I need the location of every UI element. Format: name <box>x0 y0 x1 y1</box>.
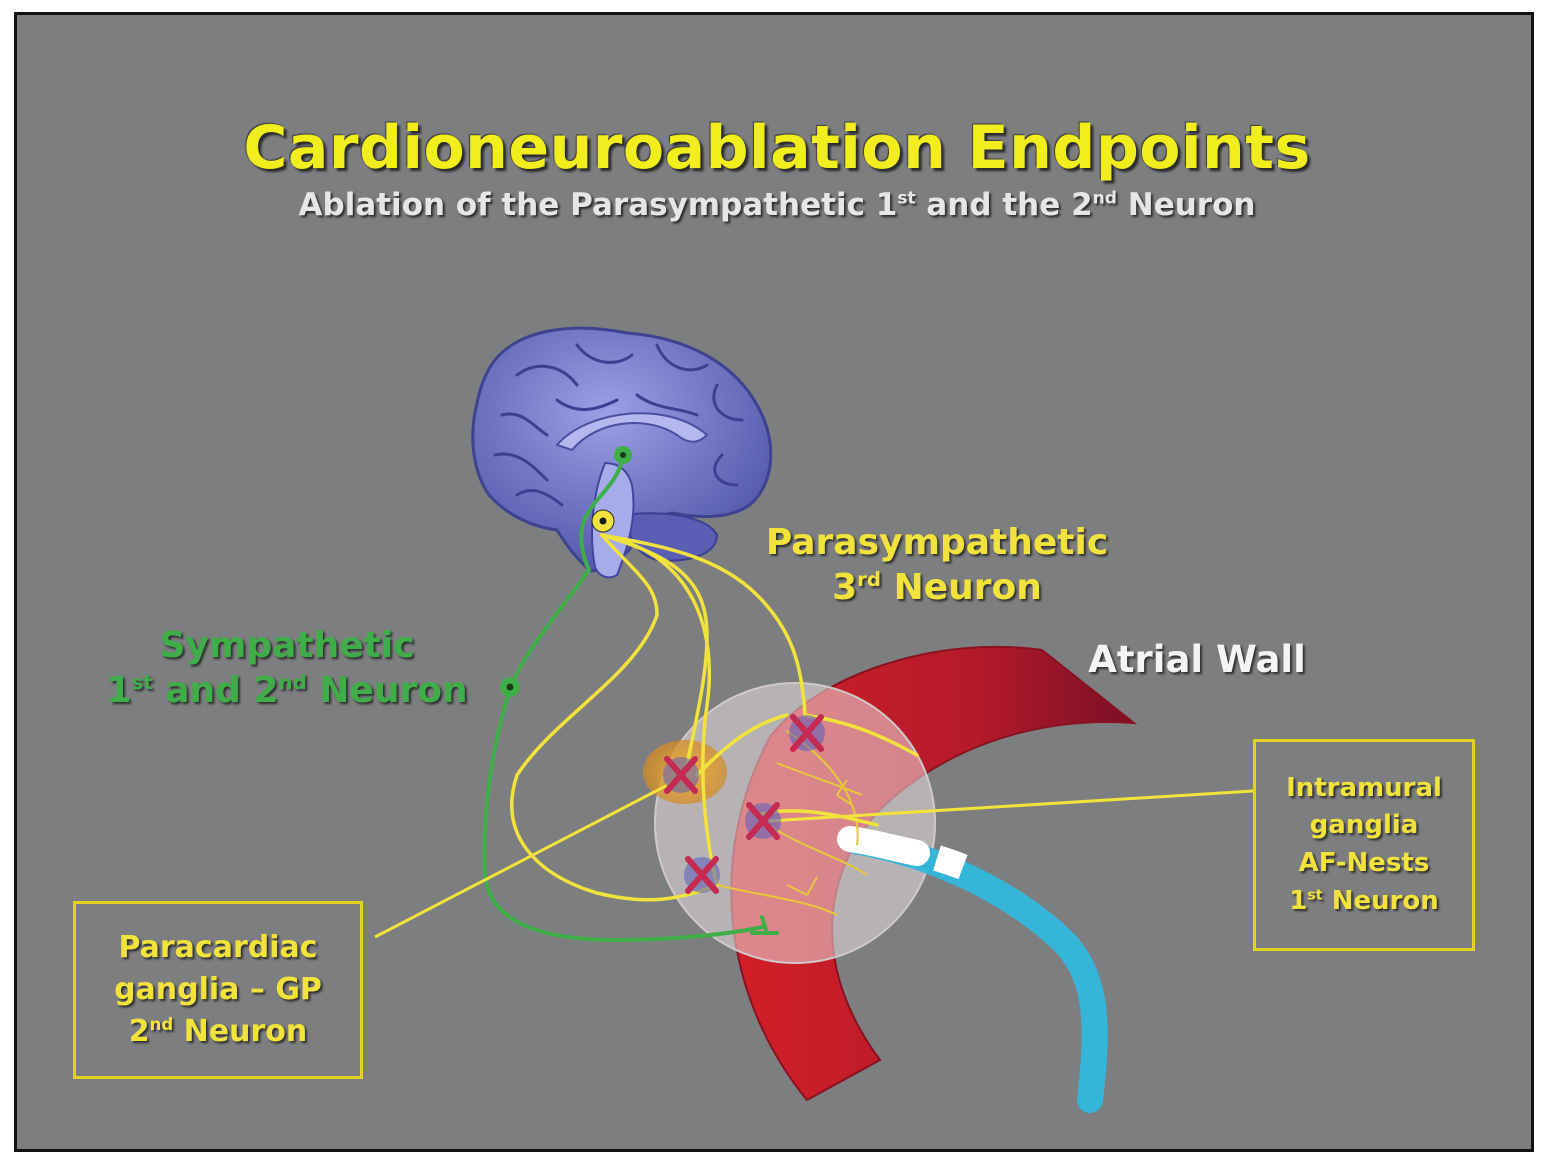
pointer-paracardiac <box>374 775 684 939</box>
ablation-x-mark <box>745 802 781 840</box>
parasympathetic-label: Parasympathetic 3rd Neuron <box>765 522 1109 608</box>
pointer-intramural <box>768 789 1254 823</box>
slide-title: Cardioneuroablation Endpoints <box>243 113 1311 183</box>
slide-subtitle: Ablation of the Parasympathetic 1st and … <box>298 187 1256 223</box>
atrial-wall-label: Atrial Wall <box>1088 638 1306 681</box>
ablation-x-mark <box>663 756 699 794</box>
ablation-x-mark <box>789 714 825 752</box>
sympathetic-pathway <box>482 455 779 943</box>
paracardiac-ganglia-box: Paracardiac ganglia – GP 2nd Neuron <box>73 901 363 1079</box>
parasympathetic-pathway <box>510 533 919 902</box>
sympathetic-label: Sympathetic 1st and 2nd Neuron <box>106 625 468 711</box>
slide: Cardioneuroablation Endpoints Ablation o… <box>14 12 1534 1152</box>
diagram-artwork <box>374 326 1254 1113</box>
ablation-x-mark <box>684 856 720 894</box>
ablation-zone <box>654 682 936 964</box>
intramural-ganglia-box: Intramural ganglia AF-Nests 1st Neuron <box>1253 739 1475 951</box>
